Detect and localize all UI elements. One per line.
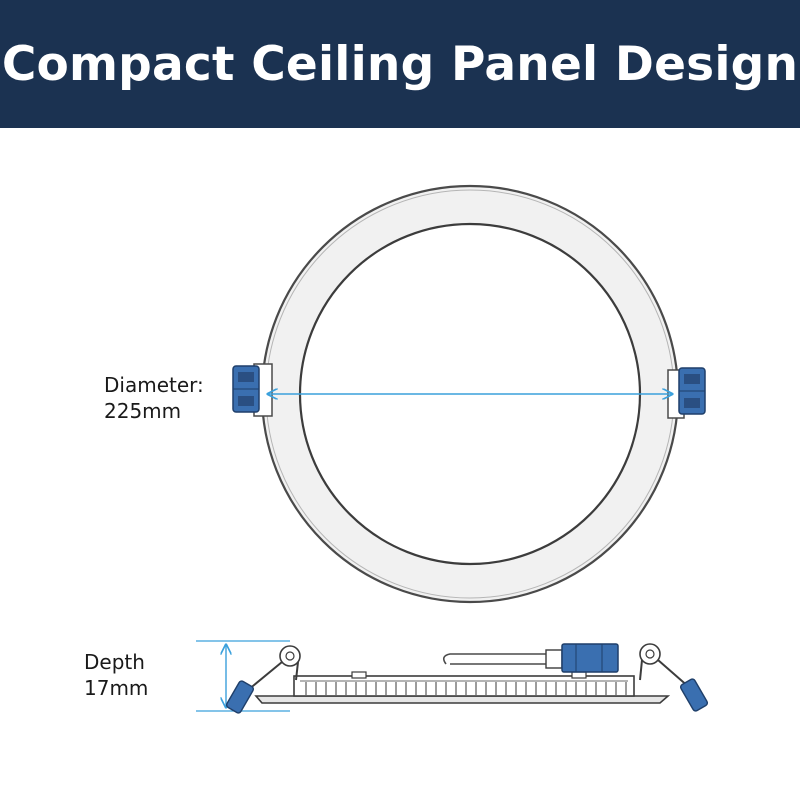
page-title: Compact Ceiling Panel Design (1, 36, 799, 92)
diameter-value: 225mm (104, 399, 182, 423)
header-banner: Compact Ceiling Panel Design (0, 0, 800, 128)
panel-base-plate (254, 695, 671, 704)
depth-label: Depth 17mm (84, 649, 148, 701)
panel-drawing (196, 184, 709, 714)
panel-housing (293, 675, 635, 697)
connector-block (561, 643, 619, 673)
depth-value: 17mm (84, 676, 149, 700)
depth-label-text: Depth (84, 650, 145, 674)
power-cable (442, 653, 548, 665)
panel-top-view (232, 184, 706, 604)
diameter-label: Diameter: 225mm (104, 372, 204, 424)
left-spring-clip-side (225, 645, 301, 714)
diameter-label-text: Diameter: (104, 373, 204, 397)
right-spring-clip-side (639, 643, 709, 712)
housing-ribs (305, 682, 627, 695)
panel-side-view (196, 640, 709, 714)
right-spring-clip (667, 367, 706, 419)
left-spring-clip (232, 363, 273, 417)
